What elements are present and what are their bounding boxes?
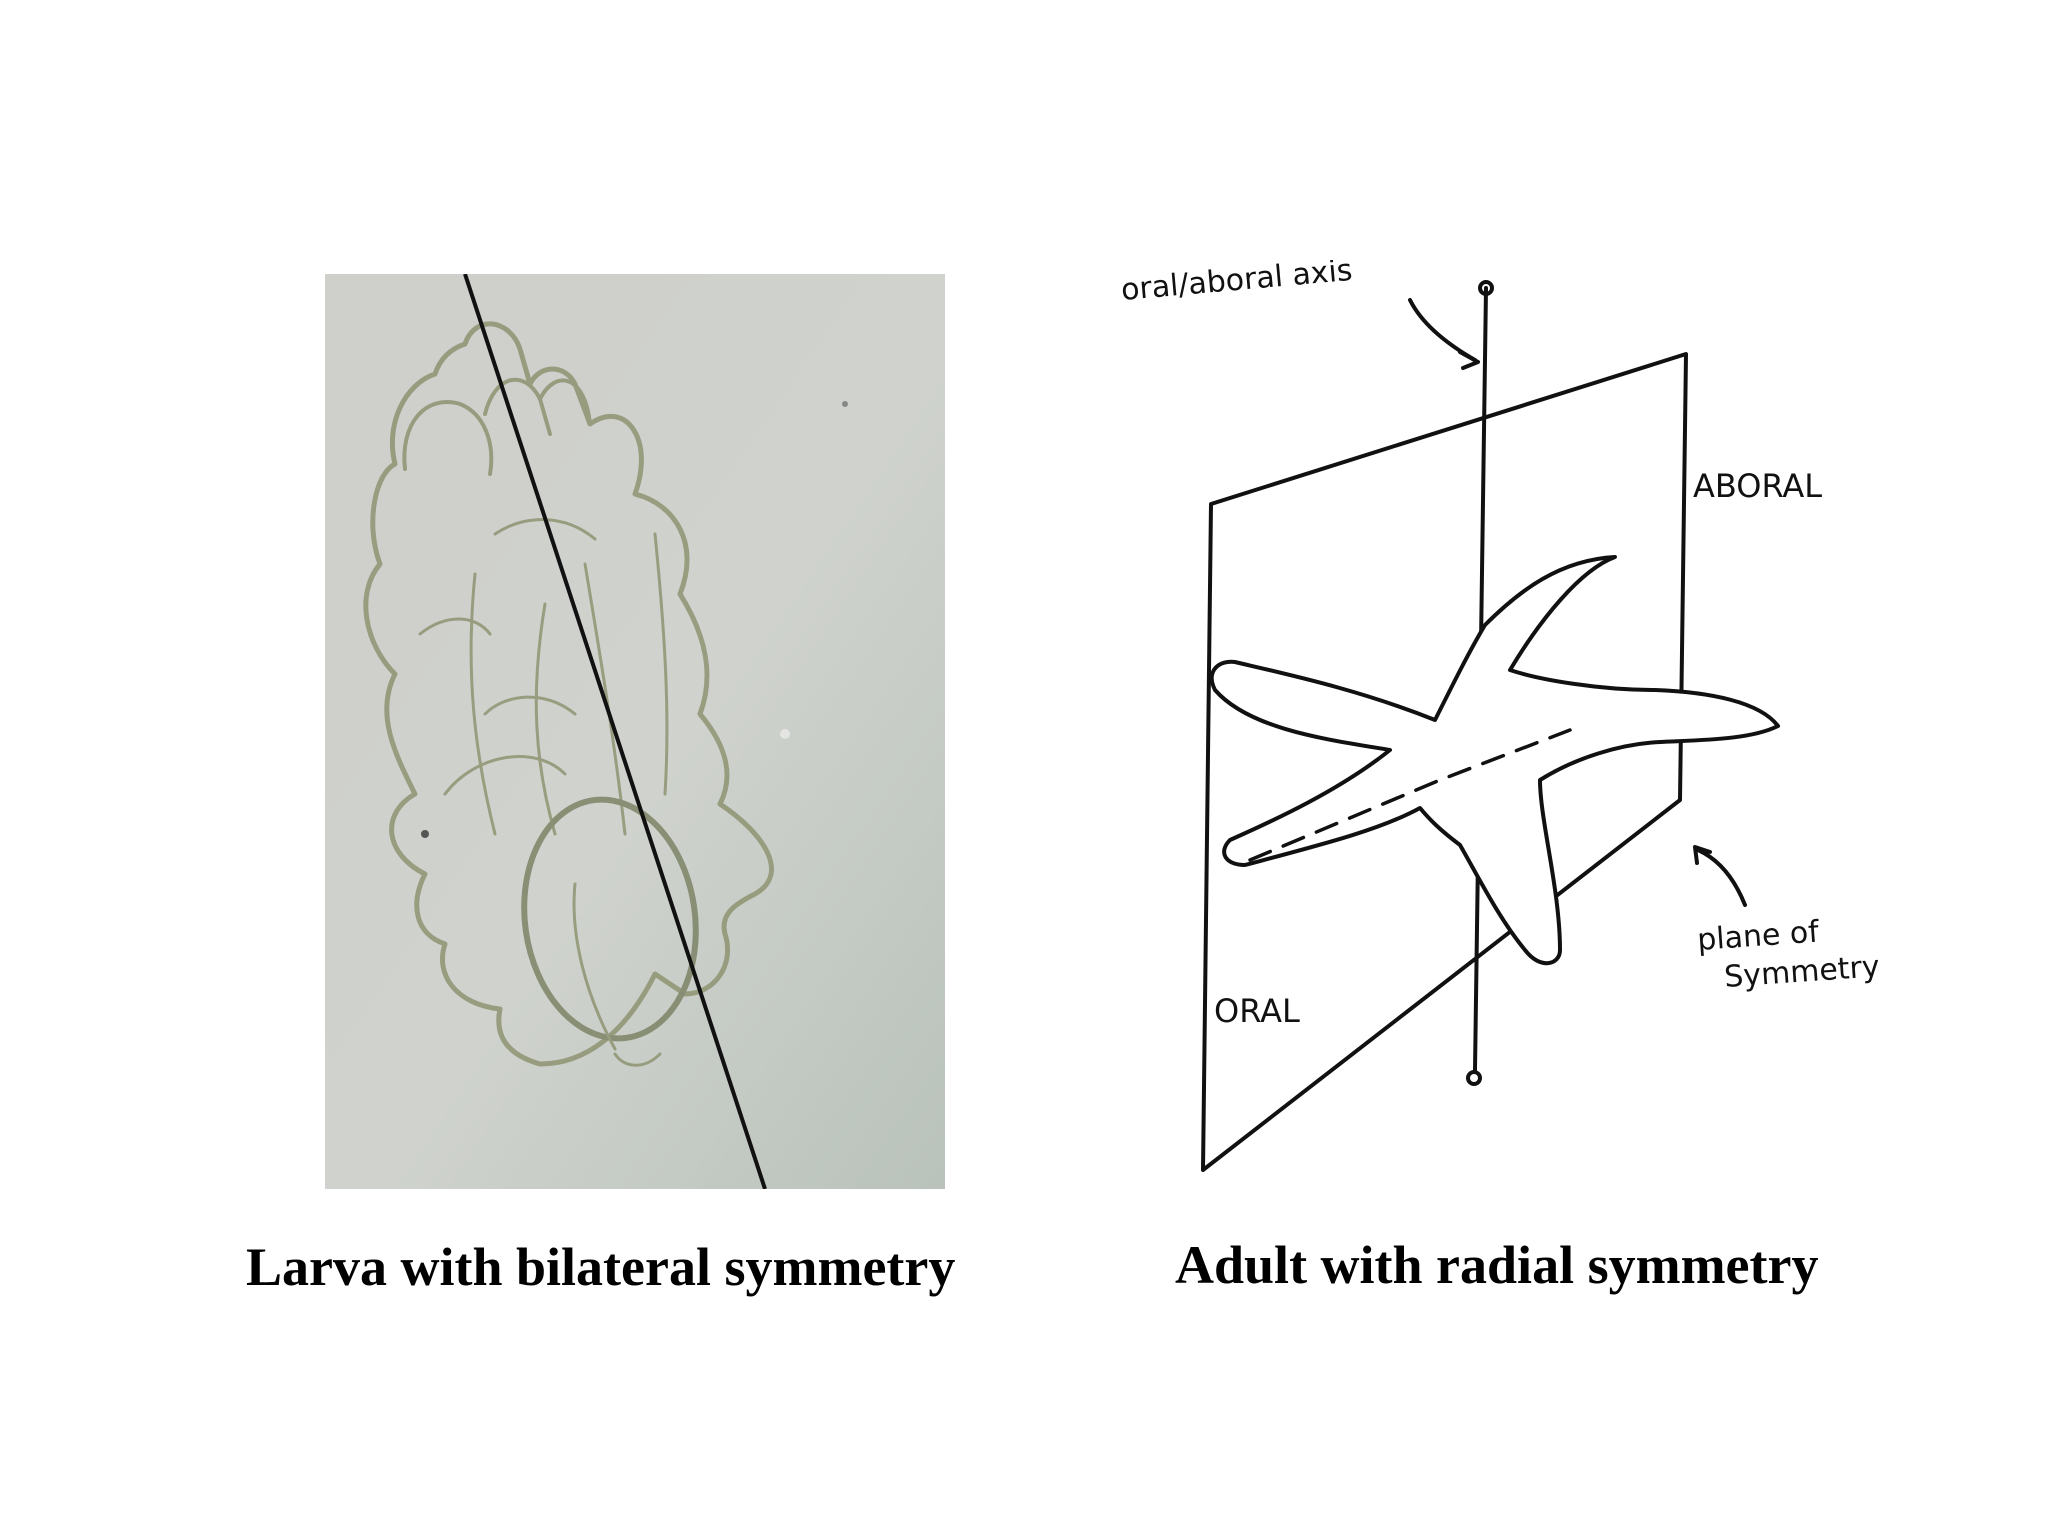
symmetry-dashed-line [1248, 728, 1572, 862]
larva-body [363, 321, 774, 1067]
axis-arrowhead [1458, 350, 1480, 370]
symmetry-plane [1201, 352, 1688, 1172]
speck [780, 729, 790, 739]
plane-label-line2: Symmetry [1723, 949, 1881, 995]
larva-caption: Larva with bilateral symmetry [246, 1237, 956, 1297]
axis-top-end [1478, 280, 1494, 296]
speck [842, 401, 848, 407]
axis-bottom-end [1466, 1070, 1482, 1086]
axis-label: oral/aboral axis [1120, 260, 1354, 308]
bilateral-axis-line [463, 274, 767, 1189]
aboral-label: ABORAL [1693, 467, 1822, 505]
oral-label: ORAL [1214, 992, 1300, 1030]
plane-arrow [1696, 848, 1747, 907]
starfish-diagram: oral/aboral axis ABORAL ORAL plane of Sy… [1120, 260, 1881, 1172]
larva-micrograph [325, 274, 945, 1189]
plane-arrowhead [1693, 845, 1712, 865]
axis-arrow [1408, 298, 1477, 362]
micrograph-background [325, 274, 945, 1189]
plane-label-line1: plane of [1696, 914, 1821, 958]
adult-caption: Adult with radial symmetry [1175, 1235, 1819, 1295]
speck [421, 830, 429, 838]
